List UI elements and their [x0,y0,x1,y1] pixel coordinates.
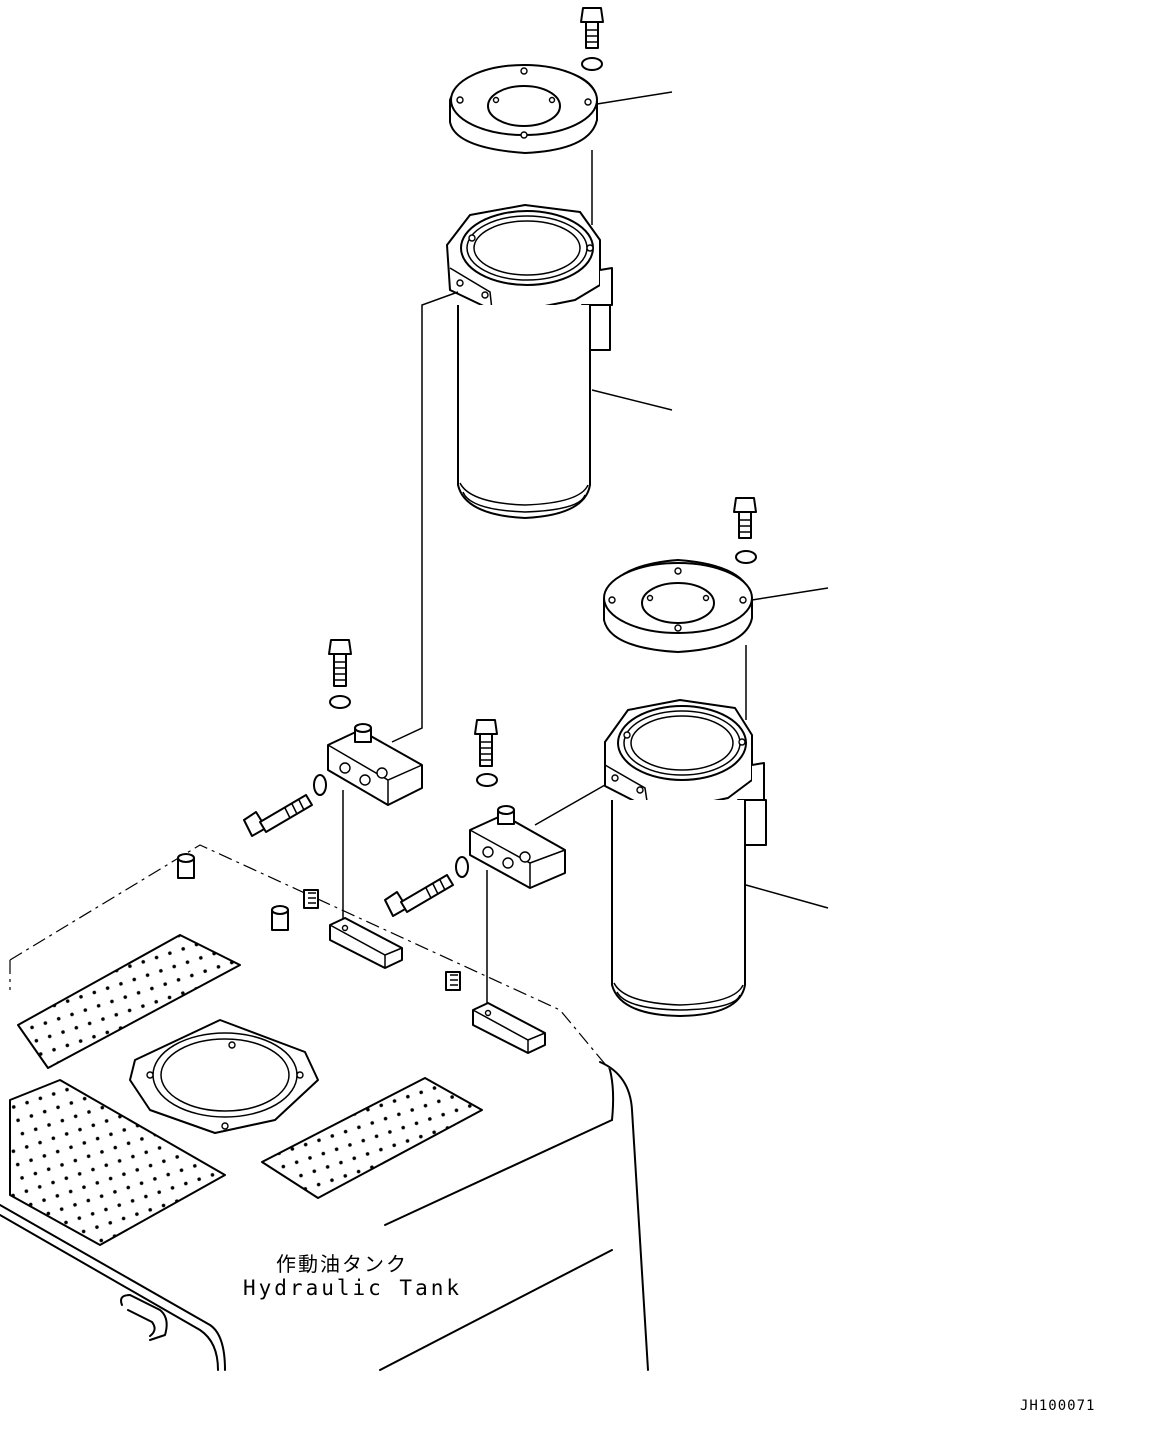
lower-filter-cover-washer [735,550,757,564]
upper-filter-cover-washer [581,57,603,71]
upper-filter-cover-plate [449,64,598,154]
left-bracket-washer-vertical [329,695,351,709]
mesh-panel-right [261,1077,483,1199]
tank-boss-left [177,853,195,879]
tank-label-japanese: 作動油タンク [276,1252,408,1276]
tank-label-english: Hydraulic Tank [243,1276,463,1300]
left-bracket-clip [303,889,319,909]
right-bracket-washer-vertical [476,773,498,787]
lower-filter-cover-bolt [733,497,757,539]
right-bracket-washer-horizontal [455,856,469,878]
drawing-code: JH100071 [1020,1398,1096,1414]
mesh-panel-left-bottom [9,1079,226,1246]
tank-port-flange [129,1019,319,1134]
right-bracket-base-plate [472,1002,546,1054]
upper-filter-bowl [457,305,591,519]
left-bracket-washer-horizontal [313,774,327,796]
left-bracket-bolt-vertical [328,639,352,687]
left-bracket-block [327,723,423,806]
lower-filter-bowl [611,800,746,1017]
left-mounting-bracket-group [243,291,459,969]
tank-handle [120,1294,168,1341]
right-bracket-bolt-vertical [474,719,498,767]
left-bracket-base-plate [329,917,403,969]
hydraulic-tank [0,844,649,1371]
upper-filter-assembly [446,7,673,519]
lower-filter-cover-plate [603,559,753,653]
right-mounting-bracket-group [384,719,606,1054]
right-bracket-bolt-horizontal [384,874,454,917]
right-bracket-clip [445,971,461,991]
lower-filter-assembly [603,497,829,1017]
upper-filter-cover-bolt [580,7,604,49]
mesh-panel-left-top [17,934,241,1069]
tank-boss-mid [271,905,289,931]
left-bracket-bolt-horizontal [243,794,313,837]
right-bracket-block [469,805,566,889]
